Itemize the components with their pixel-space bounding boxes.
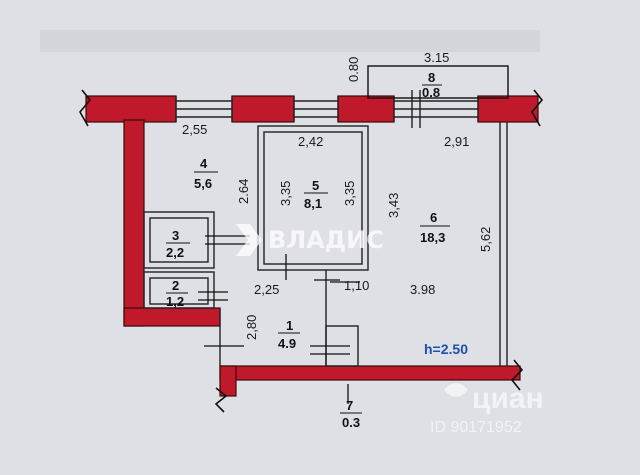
room-7-area: 0.3 xyxy=(342,415,360,430)
cian-watermark: циан xyxy=(472,382,544,415)
wall-top-3 xyxy=(337,95,395,123)
room-1-number: 1 xyxy=(286,318,293,333)
vladis-logo-icon xyxy=(236,224,262,256)
break-marks xyxy=(79,89,544,413)
dim-room6-depth: 5,62 xyxy=(478,227,493,252)
room-3-area: 2,2 xyxy=(166,245,184,260)
dim-balcony-width: 3.15 xyxy=(424,50,449,65)
room-2-number: 2 xyxy=(172,278,179,293)
wall-left xyxy=(123,119,145,327)
room-5-number: 5 xyxy=(312,178,319,193)
dim-hall-width: 2,25 xyxy=(254,282,279,297)
windows xyxy=(175,90,479,128)
dim-room5-right: 3,35 xyxy=(342,181,357,206)
wall-left-bottom xyxy=(123,307,221,327)
room-6-number: 6 xyxy=(430,210,437,225)
balcony-outline xyxy=(367,65,509,99)
room-2-area: 1,2 xyxy=(166,294,184,309)
room-5-area: 8,1 xyxy=(304,196,322,211)
wall-top-4 xyxy=(477,95,539,123)
wall-bottom xyxy=(219,365,521,381)
room-3-number: 3 xyxy=(172,228,179,243)
door-marks xyxy=(198,235,360,404)
dim-room5-width: 2,42 xyxy=(298,134,323,149)
cian-id-watermark: ID 90171952 xyxy=(430,419,522,436)
vladis-logo xyxy=(236,224,262,256)
wall-bottom-left xyxy=(219,365,237,397)
ceiling-height: h=2.50 xyxy=(424,341,468,357)
dim-room6-partition: 3,43 xyxy=(386,193,401,218)
room-4-number: 4 xyxy=(200,156,208,171)
dim-room6-lower: 3.98 xyxy=(410,282,435,297)
dim-room4-width: 2,55 xyxy=(182,122,207,137)
dim-room1-depth: 2,80 xyxy=(244,315,259,340)
wall-top-1 xyxy=(85,95,177,123)
dim-balcony-depth: 0.80 xyxy=(346,57,361,82)
room-6-area: 18,3 xyxy=(420,230,445,245)
room-7-number: 7 xyxy=(346,398,353,413)
vladis-watermark: ВЛАДИС xyxy=(268,226,384,254)
dim-room4-depth: 2.64 xyxy=(236,179,251,204)
dim-room5-left: 3,35 xyxy=(278,181,293,206)
dim-corridor-width: 1,10 xyxy=(344,278,369,293)
room-4-area: 5,6 xyxy=(194,176,212,191)
cian-logo xyxy=(444,383,468,397)
room-8-area: 0.8 xyxy=(422,85,440,100)
background-band xyxy=(40,30,540,52)
room-1-area: 4.9 xyxy=(278,336,296,351)
cian-logo-icon xyxy=(444,383,468,397)
wall-top-2 xyxy=(231,95,295,123)
dim-room6-width: 2,91 xyxy=(444,134,469,149)
interior-walls xyxy=(143,122,508,367)
room-8-number: 8 xyxy=(428,70,435,85)
